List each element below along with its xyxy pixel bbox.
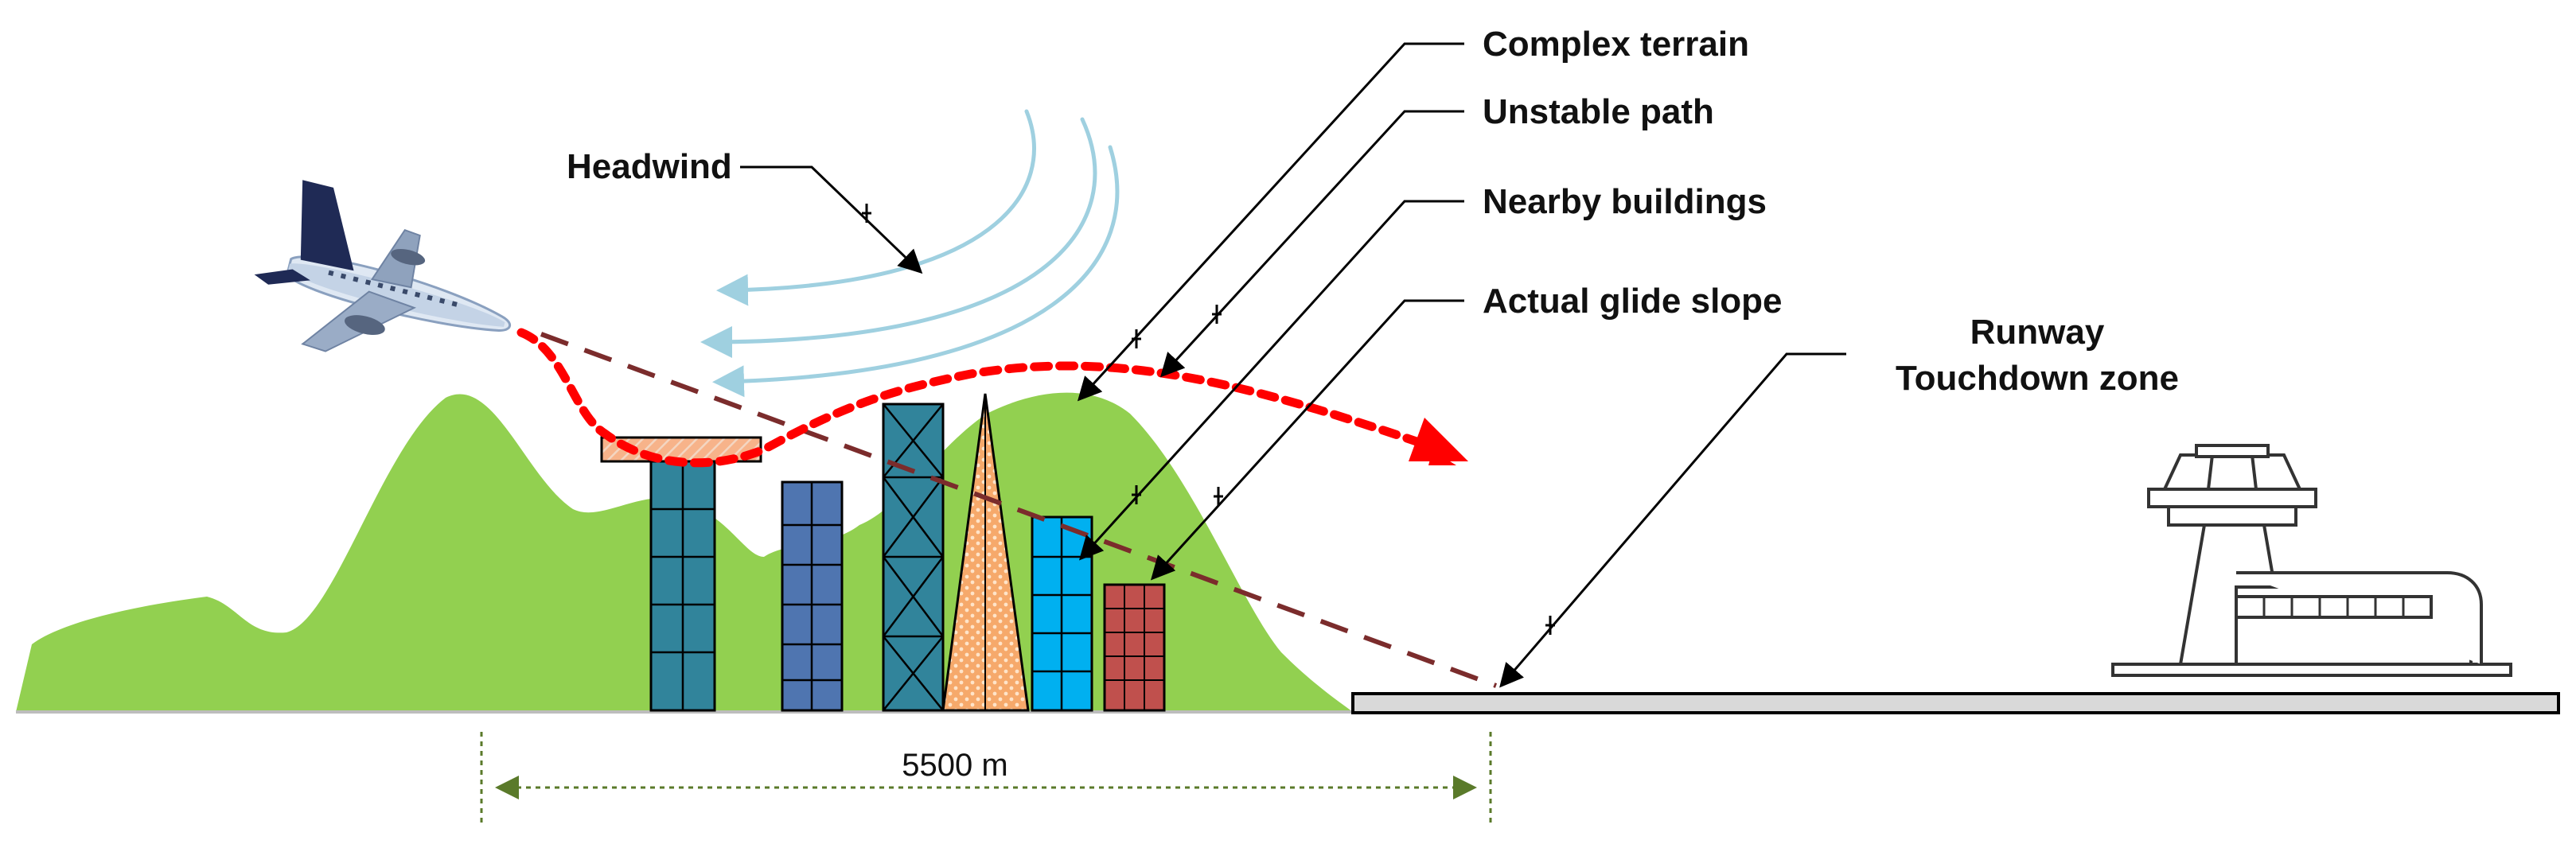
label-headwind: Headwind bbox=[567, 147, 732, 186]
control-tower-icon bbox=[2111, 444, 2512, 677]
complex-terrain-leader bbox=[1077, 42, 1464, 402]
label-nearby-buildings: Nearby buildings bbox=[1483, 182, 1767, 221]
unstable-path-leader bbox=[1159, 110, 1464, 378]
building-grid-5 bbox=[1032, 517, 1092, 710]
distance-dimension bbox=[480, 732, 1492, 823]
label-touchdown-zone: Touchdown zone bbox=[1896, 359, 2179, 398]
headwind-arcs bbox=[700, 109, 1120, 398]
touchdown-leader bbox=[1499, 352, 1846, 688]
building-grid-1 bbox=[651, 460, 715, 710]
label-unstable-path: Unstable path bbox=[1483, 92, 1714, 131]
building-grid-2 bbox=[782, 482, 842, 710]
airplane-icon bbox=[254, 180, 512, 352]
label-complex-terrain: Complex terrain bbox=[1483, 25, 1749, 64]
runway-strip bbox=[1351, 692, 2560, 714]
nearby-buildings-leader bbox=[1078, 200, 1464, 561]
building-brick bbox=[1103, 583, 1166, 712]
label-distance: 5500 m bbox=[902, 748, 1007, 783]
glide-slope-tick bbox=[1214, 487, 1223, 506]
headwind-tick bbox=[862, 204, 871, 223]
terminal-building-icon bbox=[2235, 571, 2483, 666]
headwind-leader bbox=[740, 165, 923, 274]
glide-slope-leader bbox=[1150, 299, 1464, 581]
building-grid-6 bbox=[1105, 585, 1164, 710]
label-runway: Runway bbox=[1970, 313, 2105, 352]
complex-terrain-tick bbox=[1132, 329, 1141, 348]
actual-glide-slope-line bbox=[540, 332, 1498, 688]
unstable-path-curve bbox=[516, 328, 1421, 468]
nearby-buildings-tick bbox=[1132, 485, 1141, 504]
unstable-path-tick bbox=[1212, 305, 1222, 324]
label-actual-glide-slope: Actual glide slope bbox=[1483, 282, 1783, 321]
touchdown-tick bbox=[1545, 616, 1555, 635]
unstable-path-arrowhead bbox=[1409, 418, 1468, 465]
leader-lines bbox=[740, 42, 1846, 688]
